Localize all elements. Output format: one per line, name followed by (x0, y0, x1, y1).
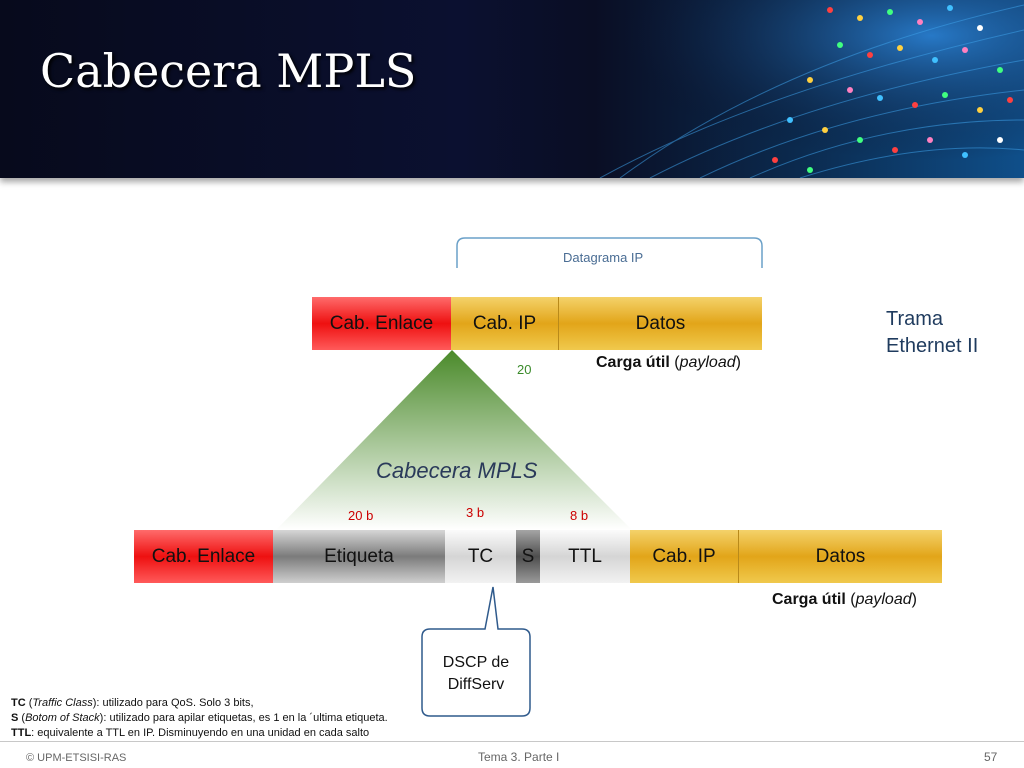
bottom-payload-label: Carga útil (payload) (772, 591, 917, 608)
top-data: Datos (558, 297, 762, 350)
callout-line1: DSCP de (442, 654, 510, 671)
bottom-label-field: Etiqueta (273, 530, 445, 583)
note-ttl: TTL: equivalente a TTL en IP. Disminuyen… (11, 726, 421, 741)
note-term: S (11, 712, 19, 724)
slide-title: Cabecera MPLS (40, 44, 417, 98)
note-italic: Botom of Stack (25, 712, 100, 724)
datagram-ip-label: Datagrama IP (563, 250, 644, 265)
frame-type-label: Trama Ethernet II (886, 306, 978, 360)
note-s: S (Botom of Stack): utilizado para apila… (11, 712, 388, 724)
mpls-triangle (276, 350, 632, 530)
bottom-ip-header: Cab. IP (630, 530, 738, 583)
frame-type-line2: Ethernet II (886, 335, 979, 357)
top-link-header: Cab. Enlace (312, 297, 451, 350)
size-tc: 3 b (466, 505, 485, 520)
footer-divider (0, 741, 1024, 742)
bottom-s-field: S (516, 530, 540, 583)
field-notes: TC (Traffic Class): utilizado para QoS. … (11, 696, 421, 741)
note-rest: ): utilizado para apilar etiquetas, es 1… (99, 712, 388, 724)
payload-bold: Carga útil (596, 354, 670, 371)
payload-bold: Carga útil (772, 591, 846, 608)
datagram-bracket (456, 237, 763, 268)
note-rest: ): utilizado para QoS. Solo 3 bits, (92, 697, 254, 709)
page-number: 57 (984, 750, 998, 764)
header-banner: Cabecera MPLS (0, 0, 1024, 178)
bottom-link-header: Cab. Enlace (134, 530, 273, 583)
footer-copyright: © UPM-ETSISI-RAS (26, 752, 127, 764)
note-term: TTL (11, 727, 32, 739)
bottom-data: Datos (738, 530, 942, 583)
size-etiqueta: 20 b (348, 508, 374, 523)
size-ttl: 8 b (570, 508, 589, 523)
bottom-tc-field: TC (445, 530, 516, 583)
mpls-header-label: Cabecera MPLS (376, 458, 538, 483)
note-rest: : equivalente a TTL en IP. Disminuyendo … (31, 727, 370, 739)
payload-italic: payload (855, 591, 912, 608)
top-ip-header: Cab. IP (451, 297, 558, 350)
frame-type-line1: Trama (886, 308, 944, 330)
callout-text: DSCP de DiffServ (422, 652, 530, 696)
top-payload-label: Carga útil (payload) (596, 354, 741, 371)
fiber-optics-image (560, 0, 1024, 178)
note-italic: Traffic Class (32, 697, 93, 709)
callout-line2: DiffServ (447, 676, 505, 693)
callout-bubble (421, 586, 531, 717)
ip-header-size: 20 (517, 362, 532, 377)
bottom-ttl-field: TTL (540, 530, 630, 583)
note-tc: TC (Traffic Class): utilizado para QoS. … (11, 697, 254, 709)
footer-topic: Tema 3. Parte I (478, 750, 560, 764)
note-term: TC (11, 697, 26, 709)
payload-italic: payload (679, 354, 736, 371)
